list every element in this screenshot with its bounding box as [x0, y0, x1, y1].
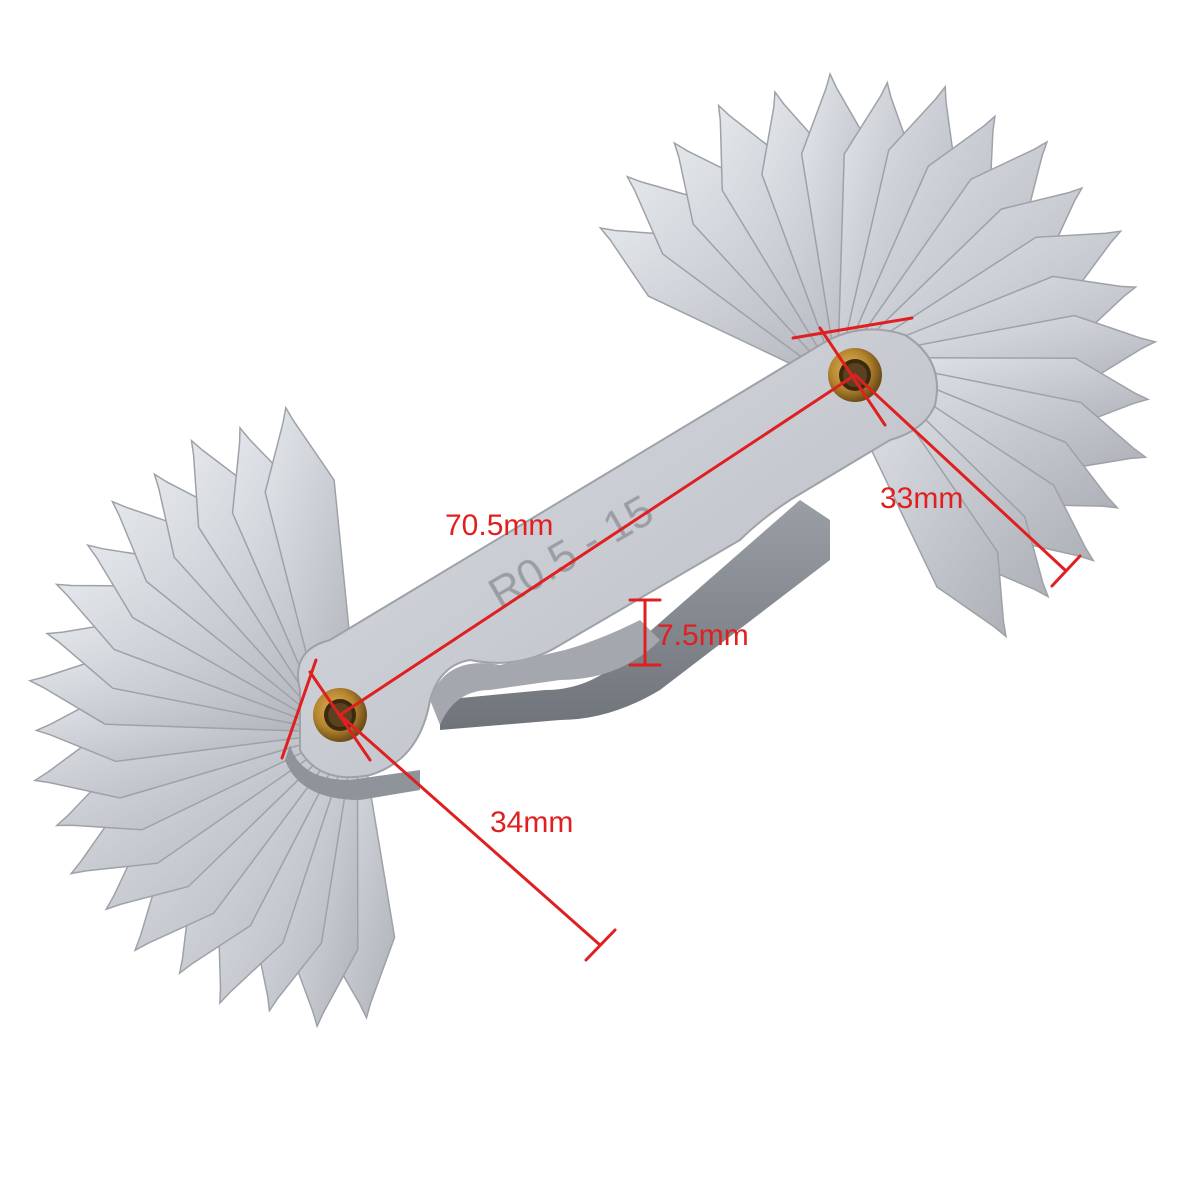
length-dimension-line: [338, 373, 857, 717]
length-tick-right: [791, 316, 914, 340]
thickness-label: 7.5mm: [657, 619, 749, 652]
length-label: 70.5mm: [445, 509, 553, 542]
handle-stack-shadow: [285, 745, 420, 800]
gauge-handle: [297, 328, 938, 779]
right-fan-label: 33mm: [880, 482, 963, 515]
handle-stack-edge: [440, 500, 830, 730]
length-tick-left: [280, 658, 318, 760]
dimension-annotations: [280, 316, 1082, 962]
left-fan-dimension-line: [338, 713, 602, 947]
right-fan-dimension-line: [853, 373, 1067, 572]
left-fan-label: 34mm: [490, 806, 573, 839]
handle-notch: [430, 620, 660, 725]
